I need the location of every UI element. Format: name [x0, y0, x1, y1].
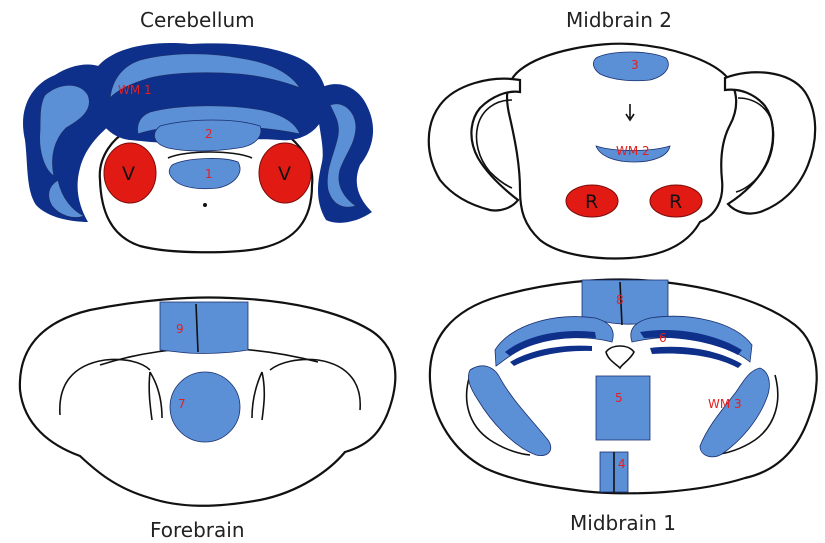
label-region-9: 9	[176, 322, 184, 336]
midbrain1-section: 8 6 5 4 WM 3	[430, 280, 817, 494]
label-region-5: 5	[615, 391, 623, 405]
label-region-3: 3	[631, 58, 639, 72]
label-region-7: 7	[178, 397, 186, 411]
label-r-left: R	[585, 191, 598, 213]
label-wm3: WM 3	[708, 397, 742, 411]
midbrain2-right-wing	[725, 72, 815, 213]
label-wm1: WM 1	[118, 83, 152, 97]
label-region-8: 8	[616, 293, 624, 307]
label-region-4: 4	[618, 457, 626, 471]
midbrain1-region-5	[596, 376, 650, 440]
label-wm2: WM 2	[616, 144, 650, 158]
cerebellum-section: V V WM 1 2 1	[23, 43, 373, 252]
label-v-left: V	[122, 163, 135, 185]
cerebellum-midline-dot	[203, 203, 207, 207]
midbrain2-section: 3 WM 2 R R	[429, 44, 815, 259]
label-r-right: R	[669, 191, 682, 213]
forebrain-section: 9 7	[20, 298, 395, 506]
label-v-right: V	[278, 163, 291, 185]
label-region-6: 6	[659, 331, 667, 345]
label-region-1: 1	[205, 167, 213, 181]
forebrain-region-9	[160, 302, 248, 353]
label-region-2: 2	[205, 127, 213, 141]
